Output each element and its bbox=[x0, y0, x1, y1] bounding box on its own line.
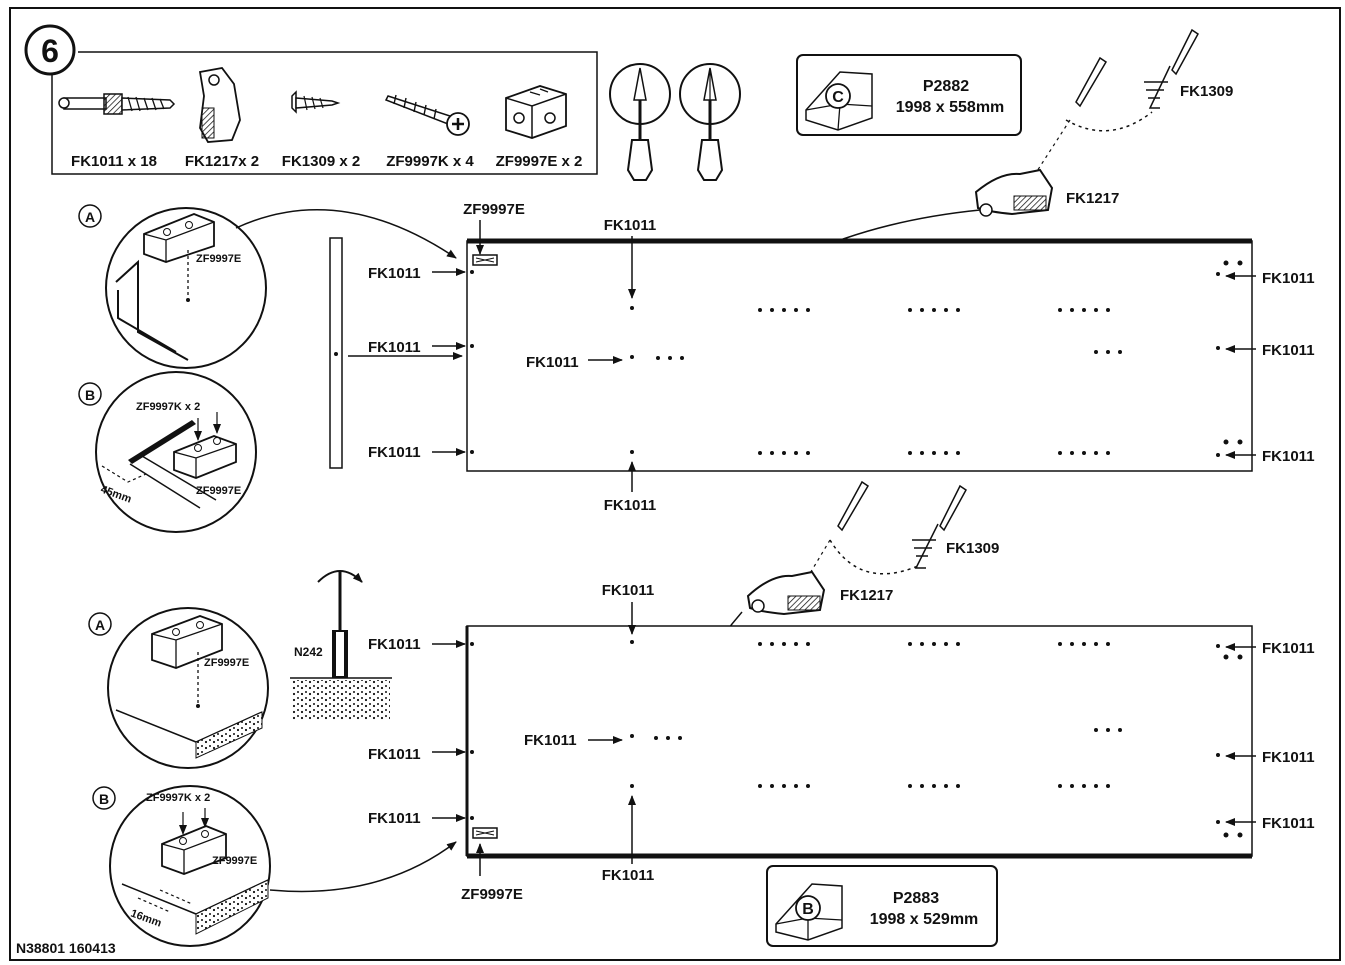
svg-text:FK1011: FK1011 bbox=[1262, 270, 1315, 287]
document-code: N38801 160413 bbox=[16, 940, 116, 956]
arrow-detail-a-top bbox=[235, 208, 457, 259]
label-fk1217-bottom: FK1217 bbox=[840, 587, 893, 604]
detail-a-bottom: A ZF9997E bbox=[88, 607, 269, 769]
svg-text:FK1011: FK1011 bbox=[368, 444, 421, 461]
svg-text:ZF9997K x 2: ZF9997K x 2 bbox=[136, 401, 200, 413]
arrow-detail-b-bottom bbox=[269, 841, 457, 893]
cam-bolt-icon bbox=[58, 93, 176, 115]
label-zf9997e-top: ZF9997E bbox=[463, 201, 525, 218]
support-bracket-drawing-top bbox=[974, 168, 1054, 217]
support-bracket-drawing-bottom bbox=[746, 570, 826, 616]
label-fk1217-top: FK1217 bbox=[1066, 190, 1119, 207]
part-label-fk1217: FK1217x 2 bbox=[185, 153, 259, 170]
step-number: 6 bbox=[41, 33, 59, 69]
svg-text:FK1011: FK1011 bbox=[526, 354, 579, 371]
svg-text:FK1011: FK1011 bbox=[1262, 815, 1315, 832]
wood-screw-icon bbox=[384, 94, 470, 136]
svg-text:FK1011: FK1011 bbox=[1262, 448, 1315, 465]
svg-text:FK1011: FK1011 bbox=[604, 217, 657, 234]
flat-screwdriver-icon bbox=[609, 63, 671, 181]
svg-text:FK1011: FK1011 bbox=[368, 339, 421, 356]
panel-b-board bbox=[465, 625, 1253, 859]
panel-b-tag: B P2883 1998 x 529mm bbox=[766, 865, 998, 947]
detail-a-top: A ZF9997E bbox=[78, 204, 267, 369]
detail-b-bottom: B ZF9997K x 2 ZF9997E 16mm bbox=[92, 785, 271, 947]
svg-text:FK1011: FK1011 bbox=[1262, 749, 1315, 766]
holes-bottom bbox=[470, 640, 1243, 838]
panel-c-letter: C bbox=[832, 89, 844, 106]
arrows-bottom-panel bbox=[432, 602, 1256, 876]
svg-text:FK1011: FK1011 bbox=[602, 867, 655, 884]
svg-text:ZF9997E: ZF9997E bbox=[204, 657, 249, 669]
label-fk1309-top: FK1309 bbox=[1180, 83, 1233, 100]
holes-top bbox=[470, 260, 1243, 457]
page-border bbox=[9, 7, 1341, 961]
panel-b-letter: B bbox=[802, 901, 814, 918]
svg-text:ZF9997K x 2: ZF9997K x 2 bbox=[146, 792, 210, 804]
svg-text:FK1011: FK1011 bbox=[368, 746, 421, 763]
support-bracket-icon bbox=[198, 67, 241, 143]
part-label-fk1309: FK1309 x 2 bbox=[282, 153, 360, 170]
svg-text:FK1011: FK1011 bbox=[524, 732, 577, 749]
svg-text:B: B bbox=[85, 387, 95, 403]
panel-b-size: 1998 x 529mm bbox=[870, 911, 979, 928]
svg-text:A: A bbox=[95, 617, 105, 633]
svg-text:FK1011: FK1011 bbox=[1262, 640, 1315, 657]
svg-text:FK1011: FK1011 bbox=[368, 636, 421, 653]
panel-c-code: P2882 bbox=[923, 78, 969, 95]
svg-text:ZF9997E: ZF9997E bbox=[196, 485, 241, 497]
label-zf9997e-bottom: ZF9997E bbox=[461, 886, 523, 903]
svg-text:FK1011: FK1011 bbox=[602, 582, 655, 599]
part-label-fk1011: FK1011 x 18 bbox=[71, 153, 157, 170]
svg-text:B: B bbox=[99, 791, 109, 807]
connector-block-icon bbox=[505, 85, 567, 139]
panel-c-size: 1998 x 558mm bbox=[896, 99, 1005, 116]
svg-text:FK1011: FK1011 bbox=[604, 497, 657, 514]
detail-b-top: B ZF9997K x 2 ZF9997E 45mm bbox=[78, 371, 257, 533]
label-fk1309-bottom: FK1309 bbox=[946, 540, 999, 557]
svg-text:FK1011: FK1011 bbox=[1262, 342, 1315, 359]
svg-text:A: A bbox=[85, 209, 95, 225]
drill-n242-icon: N242 bbox=[290, 570, 392, 720]
panel-b-code: P2883 bbox=[893, 890, 939, 907]
panel-c-tag: C P2882 1998 x 558mm bbox=[796, 54, 1022, 136]
svg-text:FK1011: FK1011 bbox=[368, 810, 421, 827]
part-label-zf9997k: ZF9997K x 4 bbox=[386, 153, 474, 170]
svg-text:N242: N242 bbox=[294, 645, 323, 659]
parts-box: FK1011 x 18 FK1217x 2 FK1309 x 2 ZF9997K… bbox=[51, 51, 598, 175]
svg-text:ZF9997E: ZF9997E bbox=[196, 253, 241, 265]
panel-c-board bbox=[466, 238, 1253, 472]
small-screw-icon bbox=[291, 90, 341, 114]
svg-text:ZF9997E: ZF9997E bbox=[212, 855, 257, 867]
svg-text:FK1011: FK1011 bbox=[368, 265, 421, 282]
step-badge: 6 bbox=[24, 24, 76, 76]
screwdriver-callout-top bbox=[1029, 28, 1199, 183]
phillips-screwdriver-icon bbox=[679, 63, 741, 181]
screwdriver-callout-bottom bbox=[799, 480, 967, 591]
part-label-zf9997e: ZF9997E x 2 bbox=[496, 153, 583, 170]
arrows-top-panel bbox=[432, 220, 1256, 492]
